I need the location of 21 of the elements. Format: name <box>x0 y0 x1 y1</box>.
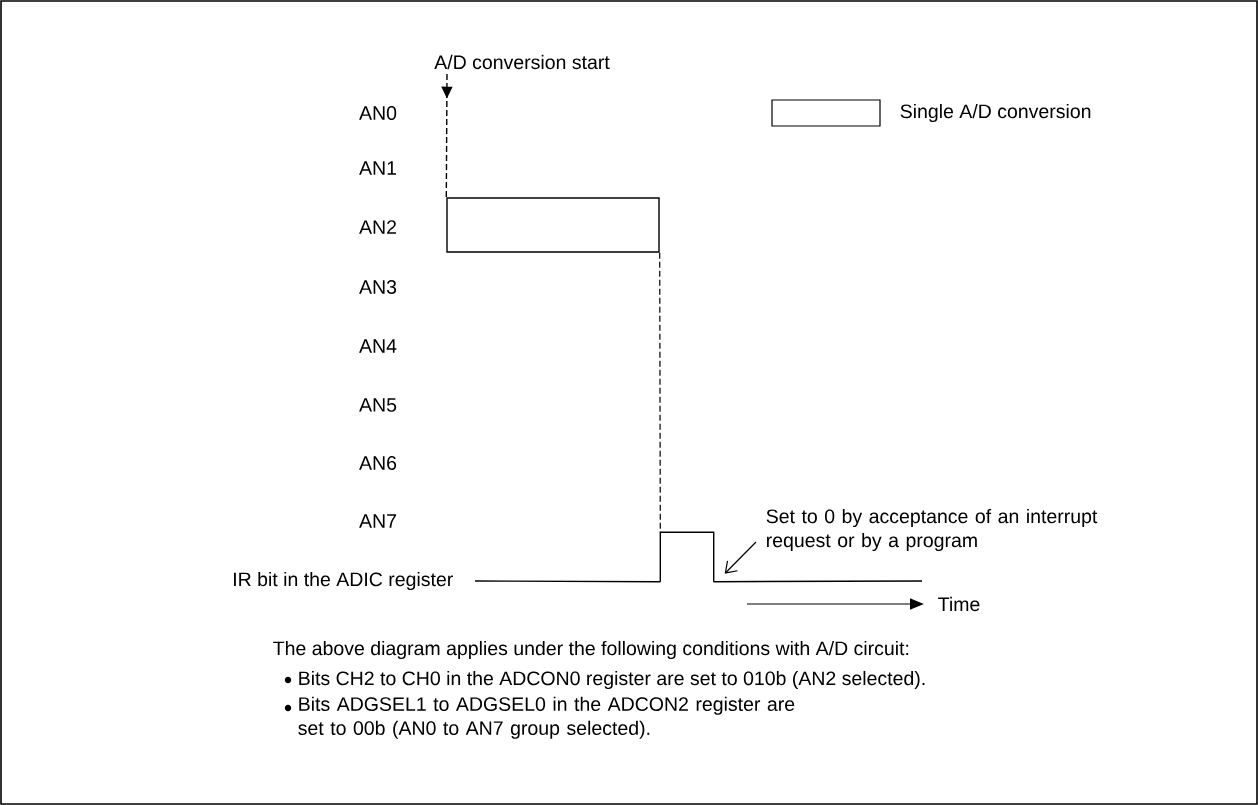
dashed-line <box>659 252 661 533</box>
channel-label: AN3 <box>359 280 397 294</box>
channel-label: AN1 <box>359 161 396 175</box>
legend-text: Single A/D conversion <box>900 103 1091 123</box>
channel-label: AN2 <box>359 220 396 234</box>
channel-label: AN0 <box>359 106 397 120</box>
note-text: Bits CH2 to CH0 in the ADCON0 register are set to 010b (AN2 selected). <box>299 670 925 690</box>
axis-label: Time <box>938 596 980 612</box>
channel-label: AN6 <box>359 456 397 470</box>
annotation-text: Set to 0 by acceptance of an interrupt request or by a program <box>766 508 1098 552</box>
signal-label: IR bit in the ADIC register <box>234 571 453 591</box>
channel-label: AN7 <box>359 514 396 528</box>
conversion-box <box>446 197 660 253</box>
note-text: The above diagram applies under the following conditions with A/D circuit: <box>273 640 909 660</box>
note-text: Bits ADGSEL1 to ADGSEL0 in the ADCON2 register are set to 00b (AN0 to AN7 group selected). <box>298 696 795 739</box>
channel-label: AN5 <box>359 398 397 412</box>
channel-label: AN4 <box>359 339 397 353</box>
leader-line <box>724 541 757 574</box>
ir-pulse <box>659 531 715 583</box>
event-label: A/D conversion start <box>434 54 610 70</box>
arrow <box>441 73 453 198</box>
